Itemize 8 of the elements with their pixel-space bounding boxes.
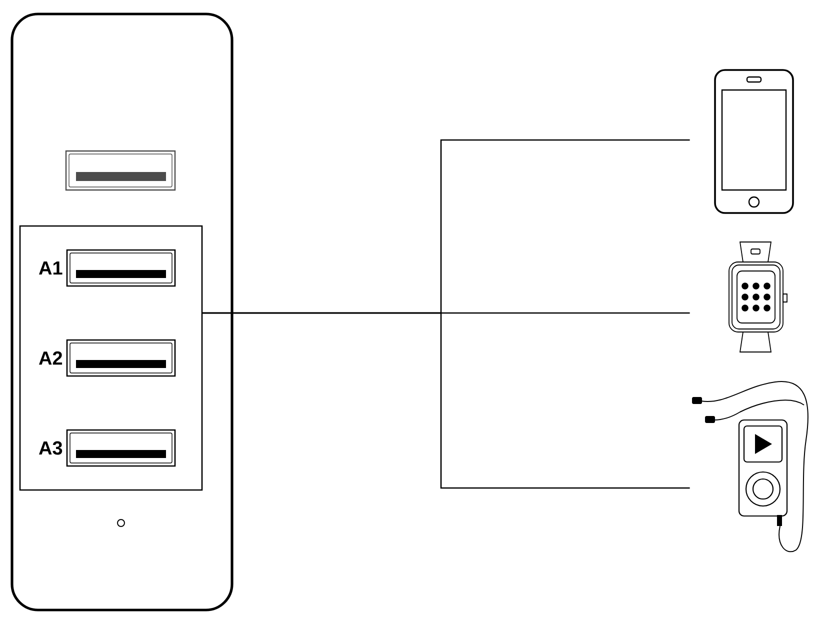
phone-drawing [714,69,794,214]
media-player-drawing [692,381,808,552]
port-label: A3 [38,441,62,455]
port-panel [19,225,203,491]
connector-line [202,312,690,489]
smartwatch-drawing [728,242,788,352]
port-label: A1 [38,261,62,275]
port-label: A2 [38,351,62,365]
